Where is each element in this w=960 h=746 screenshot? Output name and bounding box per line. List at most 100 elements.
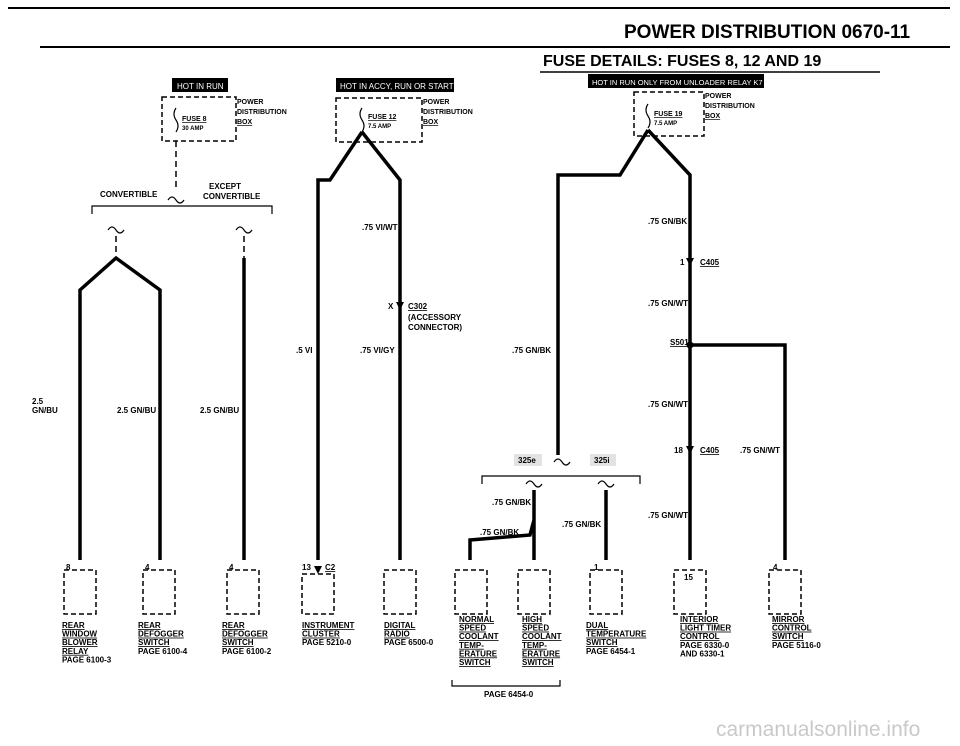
component-c6-line: NORMAL (459, 615, 494, 624)
s501-label: S501 (670, 338, 689, 347)
banner-run-text: HOT IN RUN (177, 82, 224, 91)
wire-label-75gnwt-b: .75 GN/WT (648, 400, 688, 409)
component-c8-page: PAGE 6454-1 (586, 647, 636, 656)
wire-s501-branch (690, 343, 787, 560)
wire-25gnbu-left (78, 256, 162, 560)
component-c3-page: PAGE 6100-2 (222, 647, 272, 656)
wire-label-25gnbu-right: 2.5 GN/BU (200, 406, 239, 415)
fuse-19-box-line3: BOX (705, 113, 721, 120)
component-c7-line: ERATURE (522, 649, 561, 658)
banner-unloader-text: HOT IN RUN ONLY FROM UNLOADER RELAY K7 (592, 78, 763, 87)
component-c6-line: SWITCH (459, 658, 491, 667)
variant-bracket-2 (481, 475, 641, 484)
c405-connector-icon (686, 258, 694, 266)
component-c8-line: SWITCH (586, 638, 618, 647)
wire-label-75vigy: .75 VI/GY (360, 346, 395, 355)
fuse-12-box-line1: POWER (423, 99, 449, 106)
c405-pin: 1 (680, 258, 685, 267)
fuse-19-box: FUSE 19 7.5 AMP POWER DISTRIBUTION BOX (633, 91, 755, 137)
pin-4b: 4 (229, 563, 234, 572)
component-c1-line: WINDOW (62, 630, 98, 639)
variant-325e: 325e (518, 456, 536, 465)
component-c1-line: RELAY (62, 647, 89, 656)
component-c10-page: PAGE 5116-0 (772, 641, 821, 650)
component-c4-line: INSTRUMENT (302, 621, 355, 630)
component-c2-line: DEFOGGER (138, 630, 184, 639)
c2-connector-icon (314, 566, 322, 574)
component-c5-line: DIGITAL (384, 621, 416, 630)
break-icon-left (107, 226, 125, 234)
fuse-12-rating: 7.5 AMP (368, 124, 391, 130)
pin-4a: 4 (145, 563, 150, 572)
wire-label-gnbu: GN/BU (32, 406, 58, 415)
break-icon-325i (597, 480, 615, 488)
component-c8-line: TEMPERATURE (586, 630, 647, 639)
wire-fuse-19 (556, 128, 692, 560)
component-c5-line: RADIO (384, 630, 410, 639)
c405b-pin: 18 (674, 446, 683, 455)
variant-switch-icon-2 (553, 458, 571, 466)
fuse-8-box-line1: POWER (237, 99, 263, 106)
wire-label-5vi: .5 VI (296, 346, 312, 355)
component-c6-line: ERATURE (459, 649, 498, 658)
component-c5-page: PAGE 6500-0 (384, 638, 434, 647)
component-c9-line: CONTROL (680, 632, 720, 641)
variant-except-2: CONVERTIBLE (203, 192, 261, 201)
fuse-8-box: FUSE 8 30 AMP POWER DISTRIBUTION BOX (161, 96, 287, 142)
component-c7-line: COOLANT (522, 632, 562, 641)
c2-label: C2 (325, 563, 336, 572)
component-c2-line: REAR (138, 621, 161, 630)
page-title: POWER DISTRIBUTION 0670-11 (624, 22, 911, 43)
component-c7-line: SWITCH (522, 658, 554, 667)
variant-325i: 325i (594, 456, 610, 465)
c405-label: C405 (700, 258, 720, 267)
component-c9-line: LIGHT TIMER (680, 624, 731, 633)
component-c10-line: SWITCH (772, 632, 804, 641)
break-icon-325e (525, 480, 543, 488)
component-c10-line: MIRROR (772, 615, 805, 624)
c302-desc-2: CONNECTOR) (408, 323, 462, 332)
break-icon-right (235, 226, 253, 234)
fuse-8-rating: 30 AMP (182, 126, 203, 132)
component-c7-line: HIGH (522, 615, 542, 624)
pin-8: 8 (66, 563, 71, 572)
s501-splice-icon (686, 341, 694, 349)
component-c7-line: TEMP- (522, 641, 547, 650)
component-c7-line: SPEED (522, 624, 549, 633)
variant-325i-bg (590, 454, 616, 466)
fuse-8-box-line2: DISTRIBUTION (237, 109, 287, 116)
c302-pin: X (388, 302, 394, 311)
component-c2-line: SWITCH (138, 638, 170, 647)
component-c3-line: REAR (222, 621, 245, 630)
banner-accy (336, 78, 454, 92)
shared-page-bracket (451, 680, 561, 687)
fuse-19-box-line1: POWER (705, 93, 731, 100)
wire-label-75gnbk-top: .75 GN/BK (648, 217, 687, 226)
component-c3-line: DEFOGGER (222, 630, 268, 639)
wire-label-75gnbk-c: .75 GN/BK (480, 528, 519, 537)
wire-325e (468, 490, 536, 560)
shared-page-label: PAGE 6454-0 (484, 690, 534, 699)
wire-label-75gnbk-b: .75 GN/BK (492, 498, 531, 507)
component-c6-line: COOLANT (459, 632, 499, 641)
c302-label: C302 (408, 302, 428, 311)
wire-label-75viwt: .75 VI/WT (362, 223, 398, 232)
page-subtitle: FUSE DETAILS: FUSES 8, 12 AND 19 (543, 53, 821, 70)
variant-325e-bg (514, 454, 542, 466)
fuse-12-label: FUSE 12 (368, 114, 397, 121)
component-c3-line: SWITCH (222, 638, 254, 647)
wire-label-75gnwt-c: .75 GN/WT (740, 446, 780, 455)
c405b-label: C405 (700, 446, 720, 455)
fuse-19-box-line2: DISTRIBUTION (705, 103, 755, 110)
wire-label-75gnwt-a: .75 GN/WT (648, 299, 688, 308)
variant-convertible: CONVERTIBLE (100, 190, 158, 199)
component-boxes (63, 569, 802, 615)
fuse-19-label: FUSE 19 (654, 111, 683, 118)
component-c4-page: PAGE 5210-0 (302, 638, 352, 647)
component-c1-line: REAR (62, 621, 85, 630)
wire-fuse-12 (316, 130, 402, 560)
pin-4c: 4 (773, 563, 778, 572)
